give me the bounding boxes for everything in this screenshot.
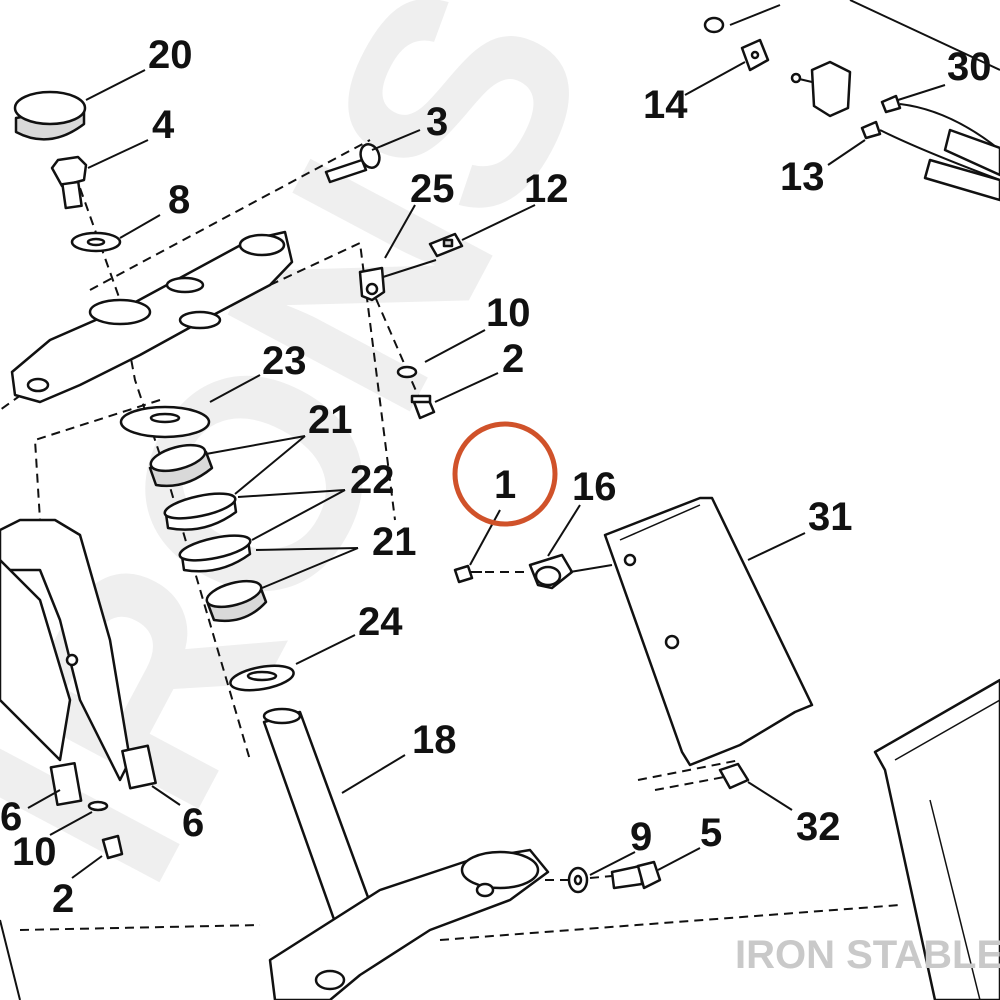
part-16-clamp — [528, 553, 574, 590]
part-21-bearing-top — [148, 443, 214, 488]
part-25-bracket — [358, 266, 386, 302]
callout-16: 16 — [572, 465, 617, 509]
part-6-tubes — [49, 744, 157, 807]
callout-14: 14 — [643, 83, 688, 127]
callout-8: 8 — [168, 178, 190, 222]
part-24-seal — [229, 664, 295, 692]
callout-2-lower: 2 — [52, 877, 74, 921]
part-12-clip — [428, 232, 464, 258]
part-14-nut-plate — [703, 16, 770, 72]
part-10-washer — [396, 365, 418, 379]
lower-triple-clamp — [268, 848, 550, 1000]
callout-22: 22 — [350, 458, 395, 502]
part-23-washer — [119, 405, 211, 439]
part-20-cap — [13, 90, 87, 141]
callout-3: 3 — [426, 100, 448, 144]
left-fork-bracket — [0, 518, 132, 782]
part-30-switch — [790, 60, 852, 118]
callout-32: 32 — [796, 805, 841, 849]
part-22-race-bottom — [178, 534, 252, 573]
callout-5: 5 — [700, 811, 722, 855]
callout-13: 13 — [780, 155, 825, 199]
callout-10-upper: 10 — [486, 291, 531, 335]
callout-31: 31 — [808, 495, 853, 539]
callout-23: 23 — [262, 339, 307, 383]
part-2-screw — [410, 394, 436, 420]
callout-2-upper: 2 — [502, 337, 524, 381]
part-31-cover — [603, 496, 814, 767]
callout-10-lower: 10 — [12, 830, 57, 874]
part-9-washer — [567, 866, 589, 894]
brand-watermark: IRON STABLE — [735, 933, 1000, 977]
callout-20: 20 — [148, 33, 193, 77]
highlight-circle-part-1 — [452, 421, 558, 527]
part-8-washer — [70, 231, 122, 253]
callout-18: 18 — [412, 718, 457, 762]
callout-4: 4 — [152, 103, 175, 147]
callout-6-left: 6 — [0, 795, 22, 839]
part-13-wires — [860, 94, 1000, 202]
part-22-race-top — [163, 492, 238, 531]
right-side-panel — [873, 678, 1000, 1000]
part-4-bolt — [50, 155, 88, 210]
callout-24: 24 — [358, 600, 403, 644]
part-5-bolt — [610, 860, 662, 890]
part-1-screw — [453, 564, 482, 584]
callout-1: 1 — [494, 463, 516, 507]
callout-9: 9 — [630, 815, 652, 859]
part-32-nut — [718, 762, 750, 790]
part-10-2-lower — [87, 800, 124, 860]
upper-triple-clamp — [10, 230, 294, 404]
part-21-bearing-bottom — [205, 579, 268, 623]
callout-labels: 20 4 8 3 25 12 10 2 23 21 22 21 24 1 16 … — [0, 33, 992, 921]
callout-30: 30 — [947, 45, 992, 89]
part-3-bolt — [324, 143, 381, 184]
callout-12: 12 — [524, 167, 569, 211]
leader-lines — [27, 61, 946, 879]
callout-21-lower: 21 — [372, 520, 417, 564]
callout-21-upper: 21 — [308, 398, 353, 442]
callout-6-right: 6 — [182, 801, 204, 845]
callout-25: 25 — [410, 167, 455, 211]
